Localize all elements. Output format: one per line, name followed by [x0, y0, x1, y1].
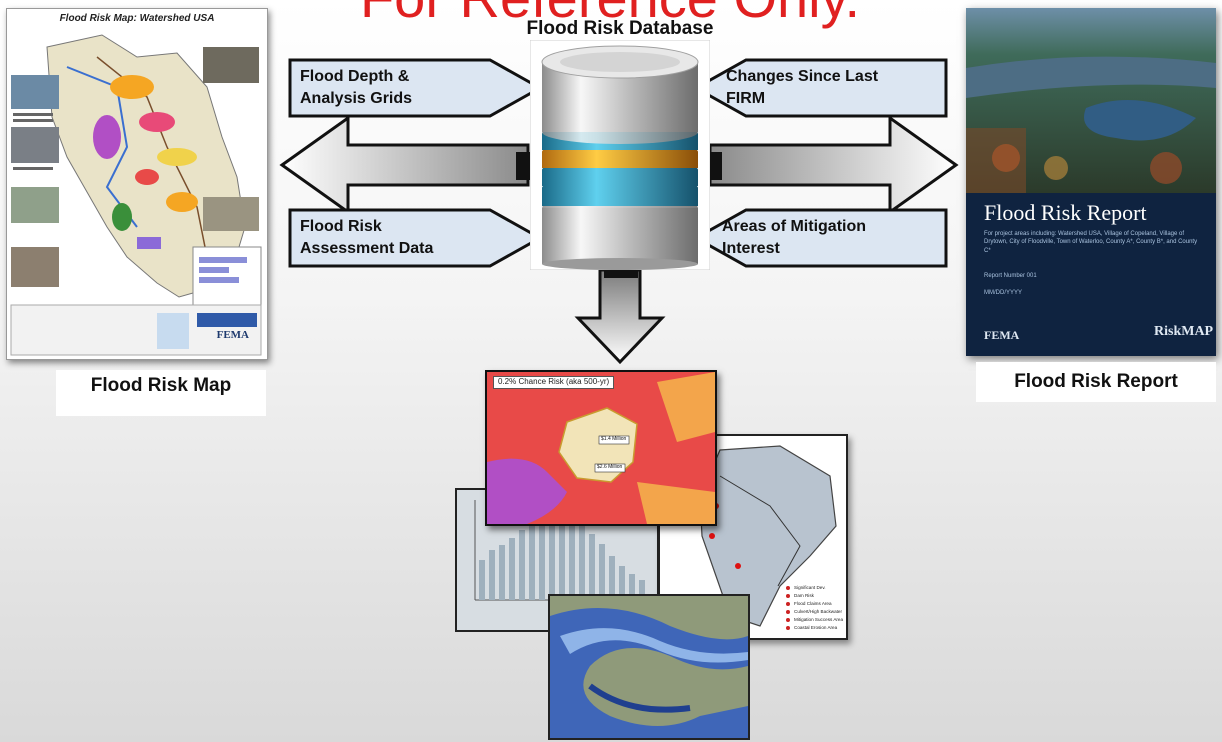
- report-caption: Flood Risk Report: [976, 362, 1216, 402]
- watershed-graphic: [699, 445, 837, 630]
- legend-item: Dam Risk: [794, 593, 814, 598]
- callout-flood-depth-line2: Analysis Grids: [300, 89, 413, 107]
- flood-risk-report-cover: Flood Risk Report For project areas incl…: [966, 8, 1216, 356]
- flood-depth-aerial-thumbnail: [548, 594, 750, 740]
- report-date: MM/DD/YYYY: [984, 290, 1023, 296]
- callout-assessment-data: Flood Risk Assessment Data: [300, 216, 433, 259]
- risk-callout-1: $1.4 Million: [601, 436, 627, 442]
- legend-item: Significant Dev.: [794, 585, 826, 590]
- reference-banner: For Reference Only.: [330, 0, 890, 26]
- callout-changes-since-firm: Changes Since Last FIRM: [726, 66, 878, 109]
- map-caption: Flood Risk Map: [56, 370, 266, 416]
- risk-zone-map-thumbnail: 0.2% Chance Risk (aka 500-yr) $1.4 Milli…: [485, 370, 717, 526]
- map-title: Flood Risk Map: Watershed USA: [59, 13, 215, 24]
- watershed-legend: Significant Dev. Dam Risk Flood Claims A…: [794, 584, 843, 632]
- flood-risk-map-image: Flood Risk Map: Watershed USA FEMA: [6, 8, 268, 360]
- callout-mitigation-line1: Areas of Mitigation: [722, 218, 867, 235]
- legend-item: Coastal Erosion Area: [794, 625, 838, 630]
- callout-flood-depth-line1: Flood Depth &: [300, 68, 410, 85]
- database-icon: [530, 40, 710, 270]
- legend-item: Mitigation Success Area: [794, 617, 844, 622]
- risk-zone-label: 0.2% Chance Risk (aka 500-yr): [493, 376, 615, 389]
- callout-changes-line1: Changes Since Last: [726, 68, 879, 85]
- report-body-text: For project areas including: Watershed U…: [984, 231, 1198, 254]
- map-fema-logo: FEMA: [216, 329, 249, 341]
- report-title: Flood Risk Report: [984, 200, 1147, 225]
- report-number: Report Number 001: [984, 273, 1037, 279]
- flood-depth-graphic: [550, 596, 748, 738]
- report-fema-logo: FEMA: [984, 328, 1020, 342]
- database-title: Flood Risk Database: [526, 18, 714, 39]
- aerial-photo: [966, 8, 1216, 193]
- callout-assessment-line2: Assessment Data: [300, 239, 434, 257]
- legend-item: Culvert/High Backwater: [794, 609, 842, 614]
- report-cover-panel: [966, 193, 1216, 356]
- risk-zone-graphic: [487, 372, 715, 524]
- map-illustration: [10, 34, 262, 356]
- riskmap-logo: RiskMAP: [1154, 324, 1214, 339]
- legend-item: Flood Claims Area: [794, 601, 832, 606]
- callout-assessment-line1: Flood Risk: [300, 218, 382, 235]
- callout-mitigation-line2: Interest: [722, 239, 780, 257]
- arrow-to-map: [279, 115, 530, 215]
- arrow-to-products: [574, 268, 666, 365]
- callout-mitigation-interest: Areas of Mitigation Interest: [722, 216, 866, 259]
- arrow-to-report: [708, 115, 959, 215]
- callout-changes-line2: FIRM: [726, 89, 766, 107]
- callout-flood-depth: Flood Depth & Analysis Grids: [300, 66, 412, 109]
- risk-callout-2: $2.6 Million: [597, 464, 623, 470]
